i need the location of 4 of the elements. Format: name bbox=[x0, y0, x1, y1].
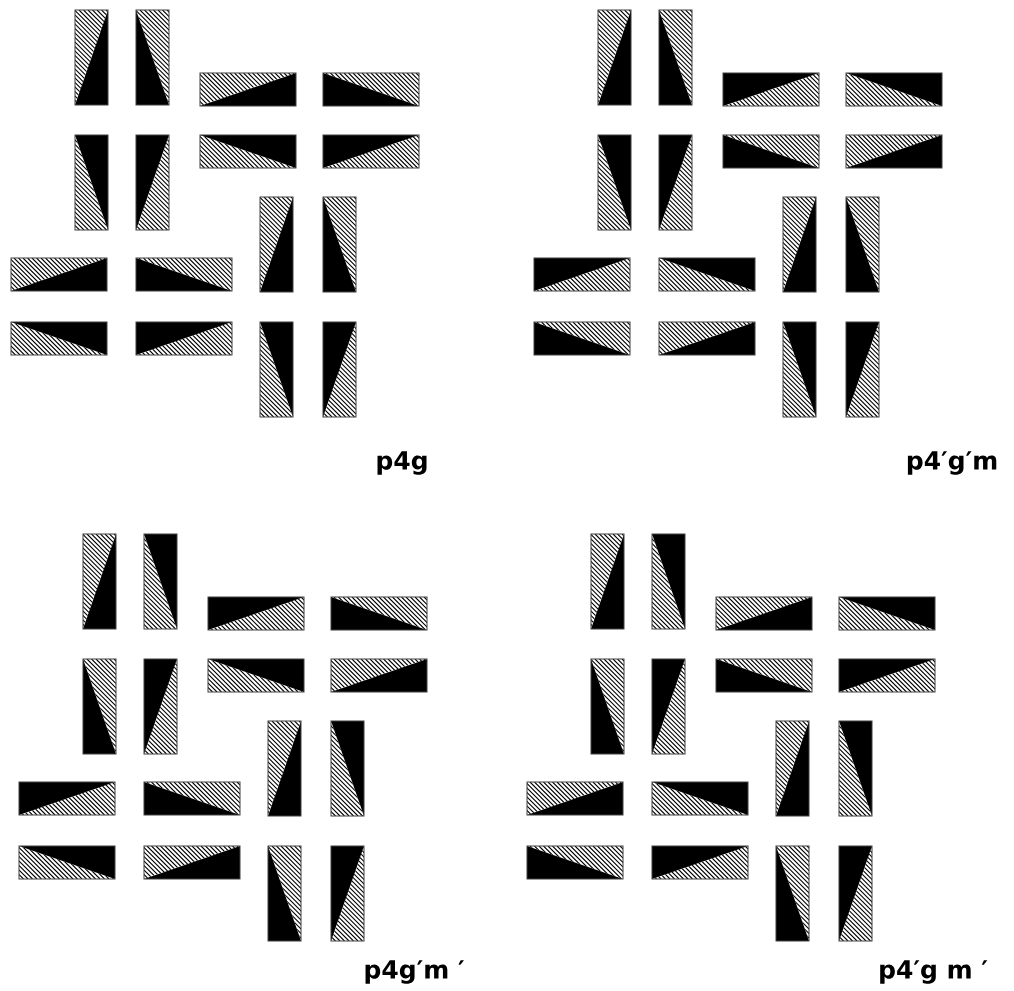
group-symbol: p4′g m ′ bbox=[880, 960, 988, 984]
group-symbol: p4g bbox=[377, 451, 427, 475]
group-symbol: p4′g′m bbox=[907, 451, 997, 475]
group-symbol: p4g′m ′ bbox=[365, 960, 464, 984]
